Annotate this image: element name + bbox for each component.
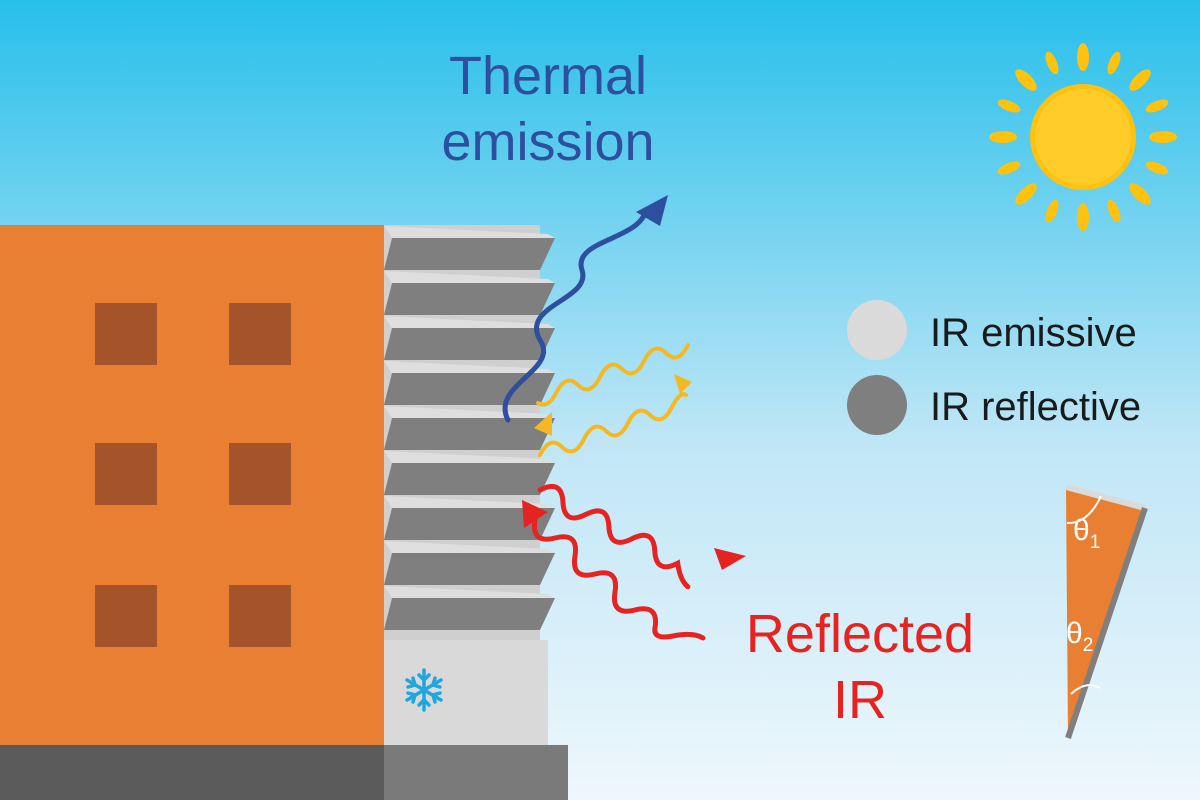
solar-reflected-arrowhead (674, 374, 692, 394)
solar-incoming-arrow (536, 343, 690, 407)
window (229, 585, 291, 647)
solar-reflected-arrow (538, 392, 688, 457)
legend-reflective-swatch (847, 375, 907, 435)
louver-fin-reflective-face (384, 418, 555, 450)
fin-angle-diagram: θ1 θ2 (1065, 484, 1148, 739)
incident-ir-arrowhead (522, 500, 548, 528)
louver-fin-reflective-face (384, 328, 555, 360)
louver-fin-emissive-face (384, 316, 555, 328)
window (229, 303, 291, 365)
window (95, 585, 157, 647)
legend-emissive-swatch (847, 300, 907, 360)
louver-fin-emissive-face (384, 226, 555, 238)
louver-fin-reflective-face (384, 283, 555, 315)
window (95, 303, 157, 365)
louver-fin-emissive-face (384, 541, 555, 553)
reflected-ir-arrow (537, 484, 691, 590)
theta2-label: θ2 (1066, 617, 1093, 656)
window (95, 443, 157, 505)
louver-fin-reflective-face (384, 463, 555, 495)
thermal-emission-arrow (502, 207, 649, 423)
louver-fin-reflective-face (384, 373, 555, 405)
louver-fin-emissive-face (384, 451, 555, 463)
legend: IR emissive IR reflective (847, 300, 1141, 435)
legend-reflective-label: IR reflective (930, 385, 1141, 429)
building-wall (0, 225, 384, 745)
solar-incoming-arrowhead (534, 412, 552, 436)
louver-fin-emissive-face (384, 496, 555, 508)
thermal-emission-label-line2: emission (441, 112, 654, 172)
louver-fin-emissive-face (384, 586, 555, 598)
thermal-emission-label-line1: Thermal (449, 46, 647, 106)
ground (0, 745, 384, 800)
thermal-arrowhead (636, 195, 668, 226)
louver-fin-emissive-face (384, 271, 555, 283)
sun-icon (989, 43, 1177, 231)
ground-shadow (384, 745, 568, 800)
theta1-label: θ1 (1073, 514, 1100, 553)
louver-fin-emissive-face (384, 361, 555, 373)
louver-fin-reflective-face (384, 508, 555, 540)
louver-fin-reflective-face (384, 553, 555, 585)
reflected-ir-label-line2: IR (833, 670, 887, 730)
reflected-ir-label-line1: Reflected (746, 604, 974, 664)
building (0, 225, 384, 745)
window (229, 443, 291, 505)
louver-facade (384, 225, 555, 745)
legend-emissive-label: IR emissive (930, 311, 1137, 355)
louver-fin-reflective-face (384, 238, 555, 270)
louver-fin-emissive-face (384, 406, 555, 418)
louver-fin-reflective-face (384, 598, 555, 630)
snowflake-icon (405, 668, 443, 712)
incident-ir-arrow (531, 517, 706, 641)
reflected-ir-arrowhead (714, 548, 746, 570)
